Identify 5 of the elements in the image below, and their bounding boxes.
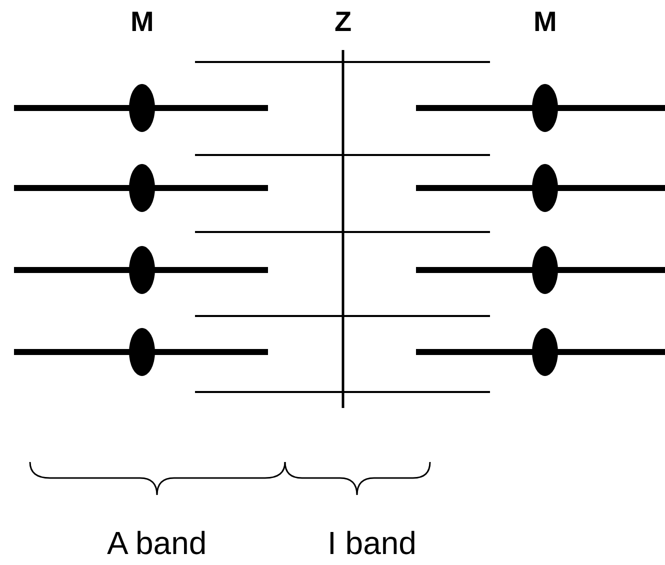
m-line-label: M [534,8,557,36]
band-label: A band [107,527,207,559]
z-line-label: Z [334,8,352,36]
band-label: I band [328,527,416,559]
m-line-label: M [130,8,154,36]
